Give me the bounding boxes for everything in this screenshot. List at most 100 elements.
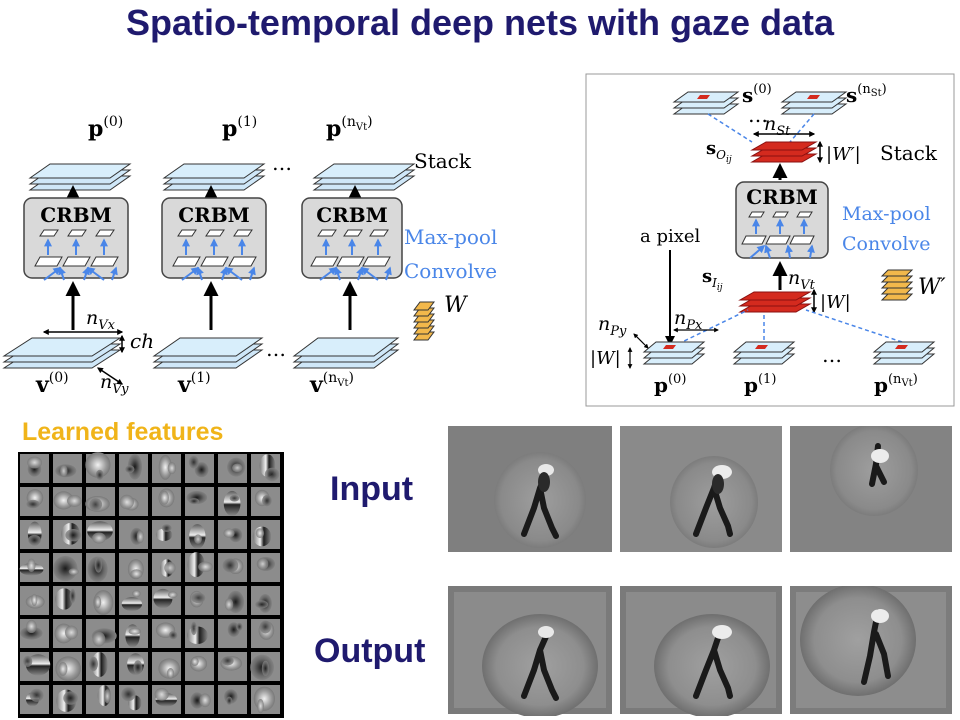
learned-features-grid (18, 452, 284, 718)
output-frame-2 (620, 586, 782, 716)
s0-label: s(0) (742, 82, 772, 107)
nvt-label: nVt (788, 267, 816, 293)
feature-patch (20, 619, 49, 648)
feature-patch (250, 652, 280, 681)
feature-patch (86, 619, 117, 648)
maxpool-label-right: Max-pool (842, 203, 931, 225)
npy-label: nPy (598, 313, 627, 339)
input-frame-1 (448, 426, 612, 552)
feature-patch (218, 520, 247, 549)
feature-patch (251, 685, 280, 714)
feature-patch (86, 520, 115, 549)
feature-patch (185, 454, 214, 483)
feature-patch (185, 619, 214, 648)
feature-patch (119, 520, 148, 549)
p1-label: p(1) (222, 114, 257, 142)
feature-patch (86, 586, 115, 615)
feature-patch (185, 487, 214, 516)
right-diagram: s(0) … s(nSt) nSt sOij |W′| Stack CRBM (585, 73, 955, 407)
so-red-stack (750, 141, 818, 163)
pnvt-label-right: p(nVt) (874, 372, 918, 397)
feature-patch (20, 586, 49, 615)
feature-patch (20, 487, 49, 516)
svg-text:CRBM: CRBM (40, 203, 112, 227)
feature-patch (152, 685, 181, 714)
feature-patch (20, 520, 49, 549)
nst-label: nSt (764, 113, 791, 139)
w-abs-left-label: |W| (590, 348, 621, 369)
feature-patch (119, 453, 148, 483)
feature-patch (251, 487, 280, 516)
feature-patch (119, 487, 148, 516)
feature-patch (53, 553, 82, 582)
feature-patch (251, 454, 280, 483)
stack-label-right: Stack (880, 141, 938, 165)
p0-label: p(0) (88, 114, 123, 142)
w-label-left: W (444, 293, 469, 318)
feature-patch (20, 454, 49, 483)
feature-patch (218, 619, 247, 648)
feature-patch (53, 520, 82, 549)
v1-stack (152, 337, 264, 369)
left-diagram: p(0) CRBM (2, 114, 497, 398)
svg-text:CRBM: CRBM (746, 185, 818, 209)
feature-patch (53, 487, 82, 516)
v0-label: v(0) (35, 370, 69, 398)
feature-patch (251, 619, 280, 648)
npx-label: nPx (674, 307, 703, 333)
output-frame-3 (790, 586, 952, 714)
feature-patch (53, 685, 82, 714)
feature-patch (53, 454, 82, 483)
slide-title: Spatio-temporal deep nets with gaze data (125, 2, 835, 43)
feature-patch (218, 652, 247, 681)
feature-patch (152, 586, 181, 615)
p1-stack-right (732, 341, 796, 365)
output-label: Output (314, 632, 426, 670)
feature-patch (85, 487, 115, 516)
feature-patch (20, 652, 51, 681)
p0-label-right: p(0) (654, 372, 686, 397)
feature-patch (85, 452, 115, 483)
feature-patch (185, 520, 214, 549)
feature-patch (251, 586, 280, 615)
feature-patch (53, 586, 82, 615)
feature-patch (152, 520, 181, 549)
stack-label-left: Stack (414, 149, 472, 173)
feature-patch (86, 685, 115, 714)
left-column-0: p(0) CRBM (2, 114, 154, 398)
w-filter-stack-right (880, 269, 914, 301)
feature-patch (251, 553, 280, 582)
output-frame-1 (448, 586, 612, 716)
feature-patch (218, 487, 247, 516)
snst-label: s(nSt) (846, 82, 887, 107)
feature-patch (53, 619, 82, 648)
si-label: sIij (702, 266, 723, 293)
pnvt-label: p(nVt) (326, 114, 373, 142)
input-frame-3 (790, 426, 952, 552)
feature-patch (185, 652, 214, 681)
learned-features-title: Learned features (22, 418, 224, 446)
input-label: Input (330, 470, 414, 508)
p0-stack (28, 163, 132, 191)
left-column-2: p(nVt) Stack CRBM Max-pool (292, 114, 497, 398)
a-pixel-label: a pixel (640, 226, 701, 247)
svg-text:CRBM: CRBM (316, 203, 388, 227)
nvy-label: nVy (100, 371, 129, 397)
feature-patch (119, 685, 148, 714)
svg-text:…: … (822, 343, 842, 367)
input-frame-2 (620, 426, 782, 552)
maxpool-label-left: Max-pool (404, 225, 497, 249)
convolve-label-left: Convolve (404, 259, 497, 283)
v0-stack (2, 337, 122, 369)
wprime-label: W′ (918, 275, 946, 300)
so-label: sOij (706, 138, 732, 165)
pnvt-stack (312, 163, 416, 191)
p0-stack-right (642, 341, 706, 365)
svg-text:…: … (266, 337, 286, 361)
feature-patch (218, 553, 247, 582)
feature-patch (185, 685, 214, 714)
right-diagram-border (585, 73, 955, 407)
feature-patch (19, 553, 49, 582)
wprime-abs-label: |W′| (826, 144, 861, 165)
svg-text:…: … (748, 103, 768, 127)
